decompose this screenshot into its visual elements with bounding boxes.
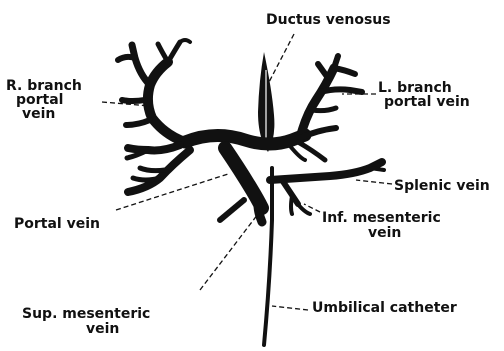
splenic-vein-branch bbox=[370, 168, 384, 170]
left-branch-tree bbox=[290, 56, 362, 160]
umbilical-catheter-line bbox=[264, 168, 272, 345]
leader-splenic bbox=[356, 180, 392, 184]
label-splenic-vein: Splenic vein bbox=[394, 178, 490, 194]
splenic-vein bbox=[270, 162, 382, 180]
inf-mesenteric-branch bbox=[296, 202, 310, 214]
label-inf-mesenteric-line2: vein bbox=[368, 225, 401, 241]
label-inf-mesenteric-line1: Inf. mesenteric bbox=[322, 210, 441, 226]
label-ductus-venosus: Ductus venosus bbox=[266, 12, 391, 28]
sup-mesenteric-vein bbox=[258, 205, 262, 222]
label-r-branch-line3: vein bbox=[22, 106, 55, 122]
inf-mesenteric-branch-2 bbox=[291, 196, 292, 214]
leader-umbilical bbox=[272, 306, 308, 310]
label-umbilical-catheter: Umbilical catheter bbox=[312, 300, 457, 316]
sup-mesenteric-branch bbox=[220, 200, 244, 220]
label-portal-vein: Portal vein bbox=[14, 216, 100, 232]
leader-sup-mesenteric bbox=[200, 214, 258, 290]
label-sup-mesenteric-line2: vein bbox=[86, 321, 119, 337]
label-sup-mesenteric-line1: Sup. mesenteric bbox=[22, 306, 150, 322]
label-l-branch-line2: portal vein bbox=[384, 94, 470, 110]
leader-ductus-venosus bbox=[268, 34, 294, 84]
right-branch-tree bbox=[118, 40, 190, 192]
portal-vein-trunk bbox=[185, 135, 305, 144]
